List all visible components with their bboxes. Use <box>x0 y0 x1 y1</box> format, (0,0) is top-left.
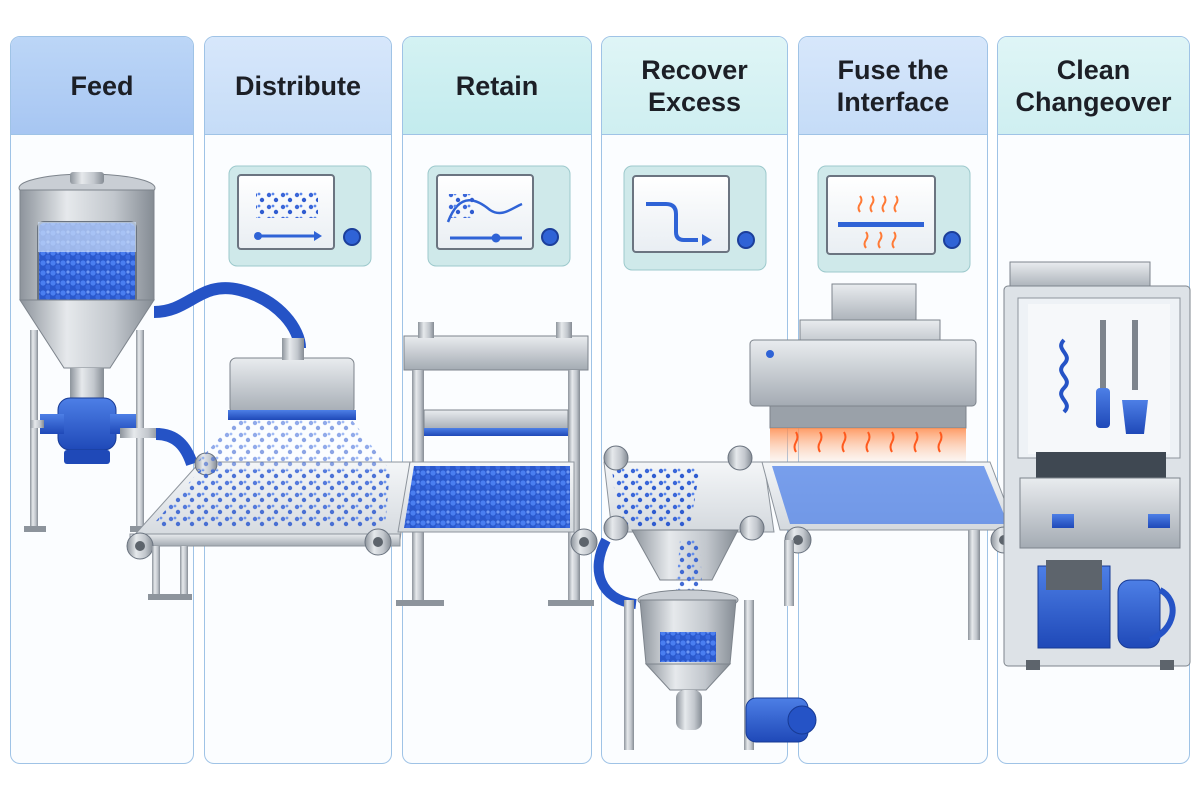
step-title-feed: Feed <box>11 37 193 135</box>
recover-display-icon <box>623 165 767 271</box>
panel-feed: Feed <box>10 36 194 764</box>
retain-press <box>364 322 598 606</box>
cabinet-icon <box>1003 261 1191 670</box>
step-title-fuse-interface: Fuse the Interface <box>799 37 987 135</box>
fuse-heater <box>749 283 1018 640</box>
fuse-display-icon <box>817 165 971 273</box>
step-title-distribute: Distribute <box>205 37 391 135</box>
step-title-recover-excess: Recover Excess <box>602 37 787 135</box>
recover-unit <box>593 445 817 750</box>
panel-retain: Retain <box>402 36 592 764</box>
hopper-icon <box>18 172 306 532</box>
retain-display-icon <box>427 165 571 267</box>
step-title-retain: Retain <box>403 37 591 135</box>
distribute-display-icon <box>228 165 372 267</box>
distribute-conveyor <box>126 338 411 600</box>
step-title-clean-changeover: Clean Changeover <box>998 37 1189 135</box>
